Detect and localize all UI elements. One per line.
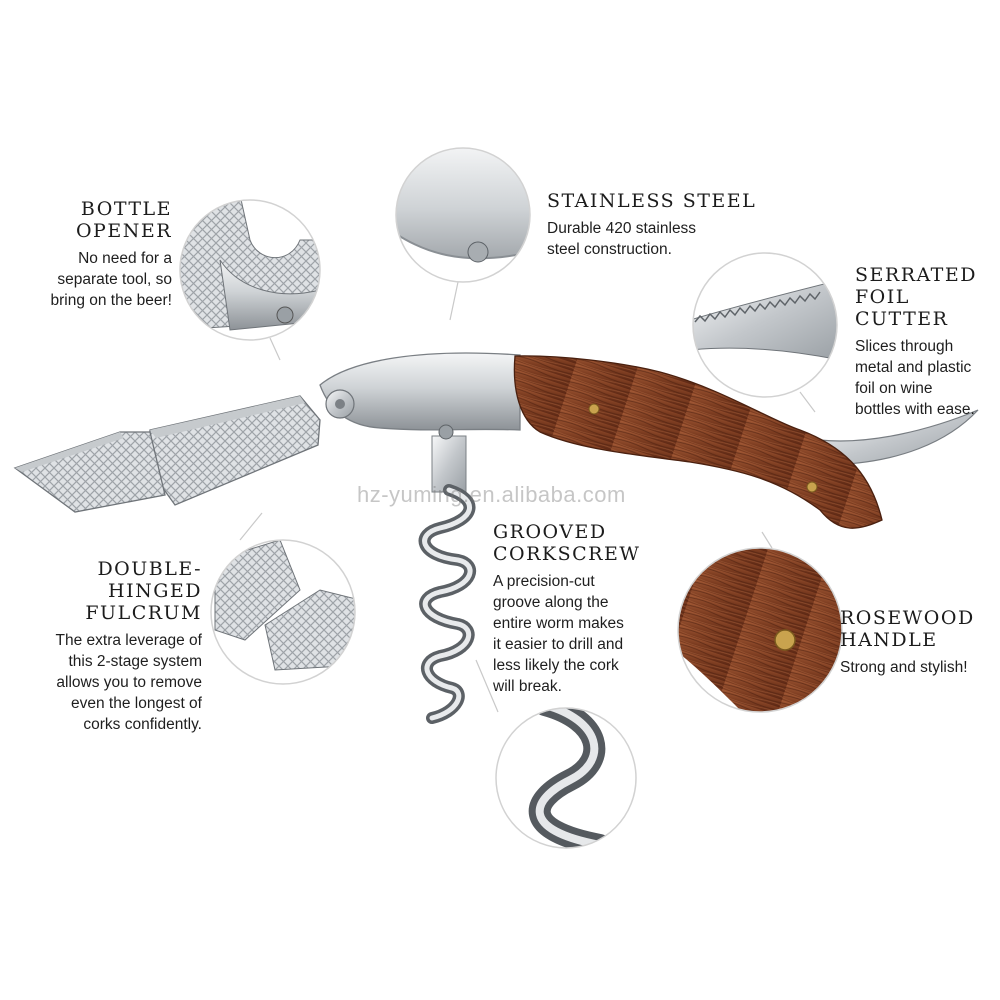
title-line: DOUBLE-HINGED: [97, 558, 202, 602]
title-line: FULCRUM: [85, 602, 202, 624]
detail-rosewood: [677, 547, 843, 713]
callout-title: ROSEWOOD HANDLE: [840, 607, 990, 651]
waiters-corkscrew: [13, 352, 979, 724]
detail-foil-cutter: [692, 252, 838, 398]
callout-body: Strong and stylish!: [840, 659, 968, 676]
callout-title: BOTTLE OPENER: [30, 198, 172, 242]
rosewood-handle: [513, 355, 883, 529]
title-line: OPENER: [75, 220, 172, 242]
callout-body: Slices through metal and plastic foil on…: [855, 338, 975, 418]
detail-fulcrum: [210, 539, 356, 685]
callout-corkscrew: GROOVED CORKSCREW A precision-cut groove…: [493, 521, 663, 697]
callout-body: A precision-cut groove along the entire …: [493, 573, 624, 695]
title-line: GROOVED: [493, 521, 607, 543]
watermark: hz-yuming.en.alibaba.com: [357, 482, 626, 507]
callout-title: DOUBLE-HINGED FULCRUM: [12, 558, 202, 624]
callout-body: Durable 420 stainless steel construction…: [547, 220, 697, 258]
title-line: BOTTLE: [80, 198, 172, 220]
leader-lines: [239, 281, 816, 713]
detail-stainless-steel: [395, 147, 531, 283]
corkscrew-worm: [418, 435, 476, 724]
title-line: HANDLE: [840, 629, 938, 651]
callout-stainless-steel: STAINLESS STEEL Durable 420 stainless st…: [547, 190, 757, 260]
title-line: FOIL CUTTER: [855, 286, 949, 330]
callout-rosewood: ROSEWOOD HANDLE Strong and stylish!: [840, 607, 990, 678]
title-line: SERRATED: [855, 264, 977, 286]
detail-corkscrew: [495, 707, 637, 849]
callout-body: The extra leverage of this 2-stage syste…: [55, 632, 202, 733]
callout-body: No need for a separate tool, so bring on…: [50, 250, 172, 309]
callout-title: STAINLESS STEEL: [547, 190, 757, 212]
callout-title: SERRATED FOIL CUTTER: [855, 264, 995, 330]
title-line: CORKSCREW: [493, 543, 641, 565]
foil-cutter-blade: [819, 409, 979, 466]
callout-bottle-opener: BOTTLE OPENER No need for a separate too…: [30, 198, 172, 311]
steel-body: [319, 352, 521, 431]
title-line: ROSEWOOD: [840, 607, 975, 629]
title-line: STAINLESS STEEL: [547, 190, 757, 212]
callout-title: GROOVED CORKSCREW: [493, 521, 663, 565]
callout-foil-cutter: SERRATED FOIL CUTTER Slices through meta…: [855, 264, 995, 420]
detail-bottle-opener: [179, 199, 321, 341]
callout-fulcrum: DOUBLE-HINGED FULCRUM The extra leverage…: [12, 558, 202, 735]
